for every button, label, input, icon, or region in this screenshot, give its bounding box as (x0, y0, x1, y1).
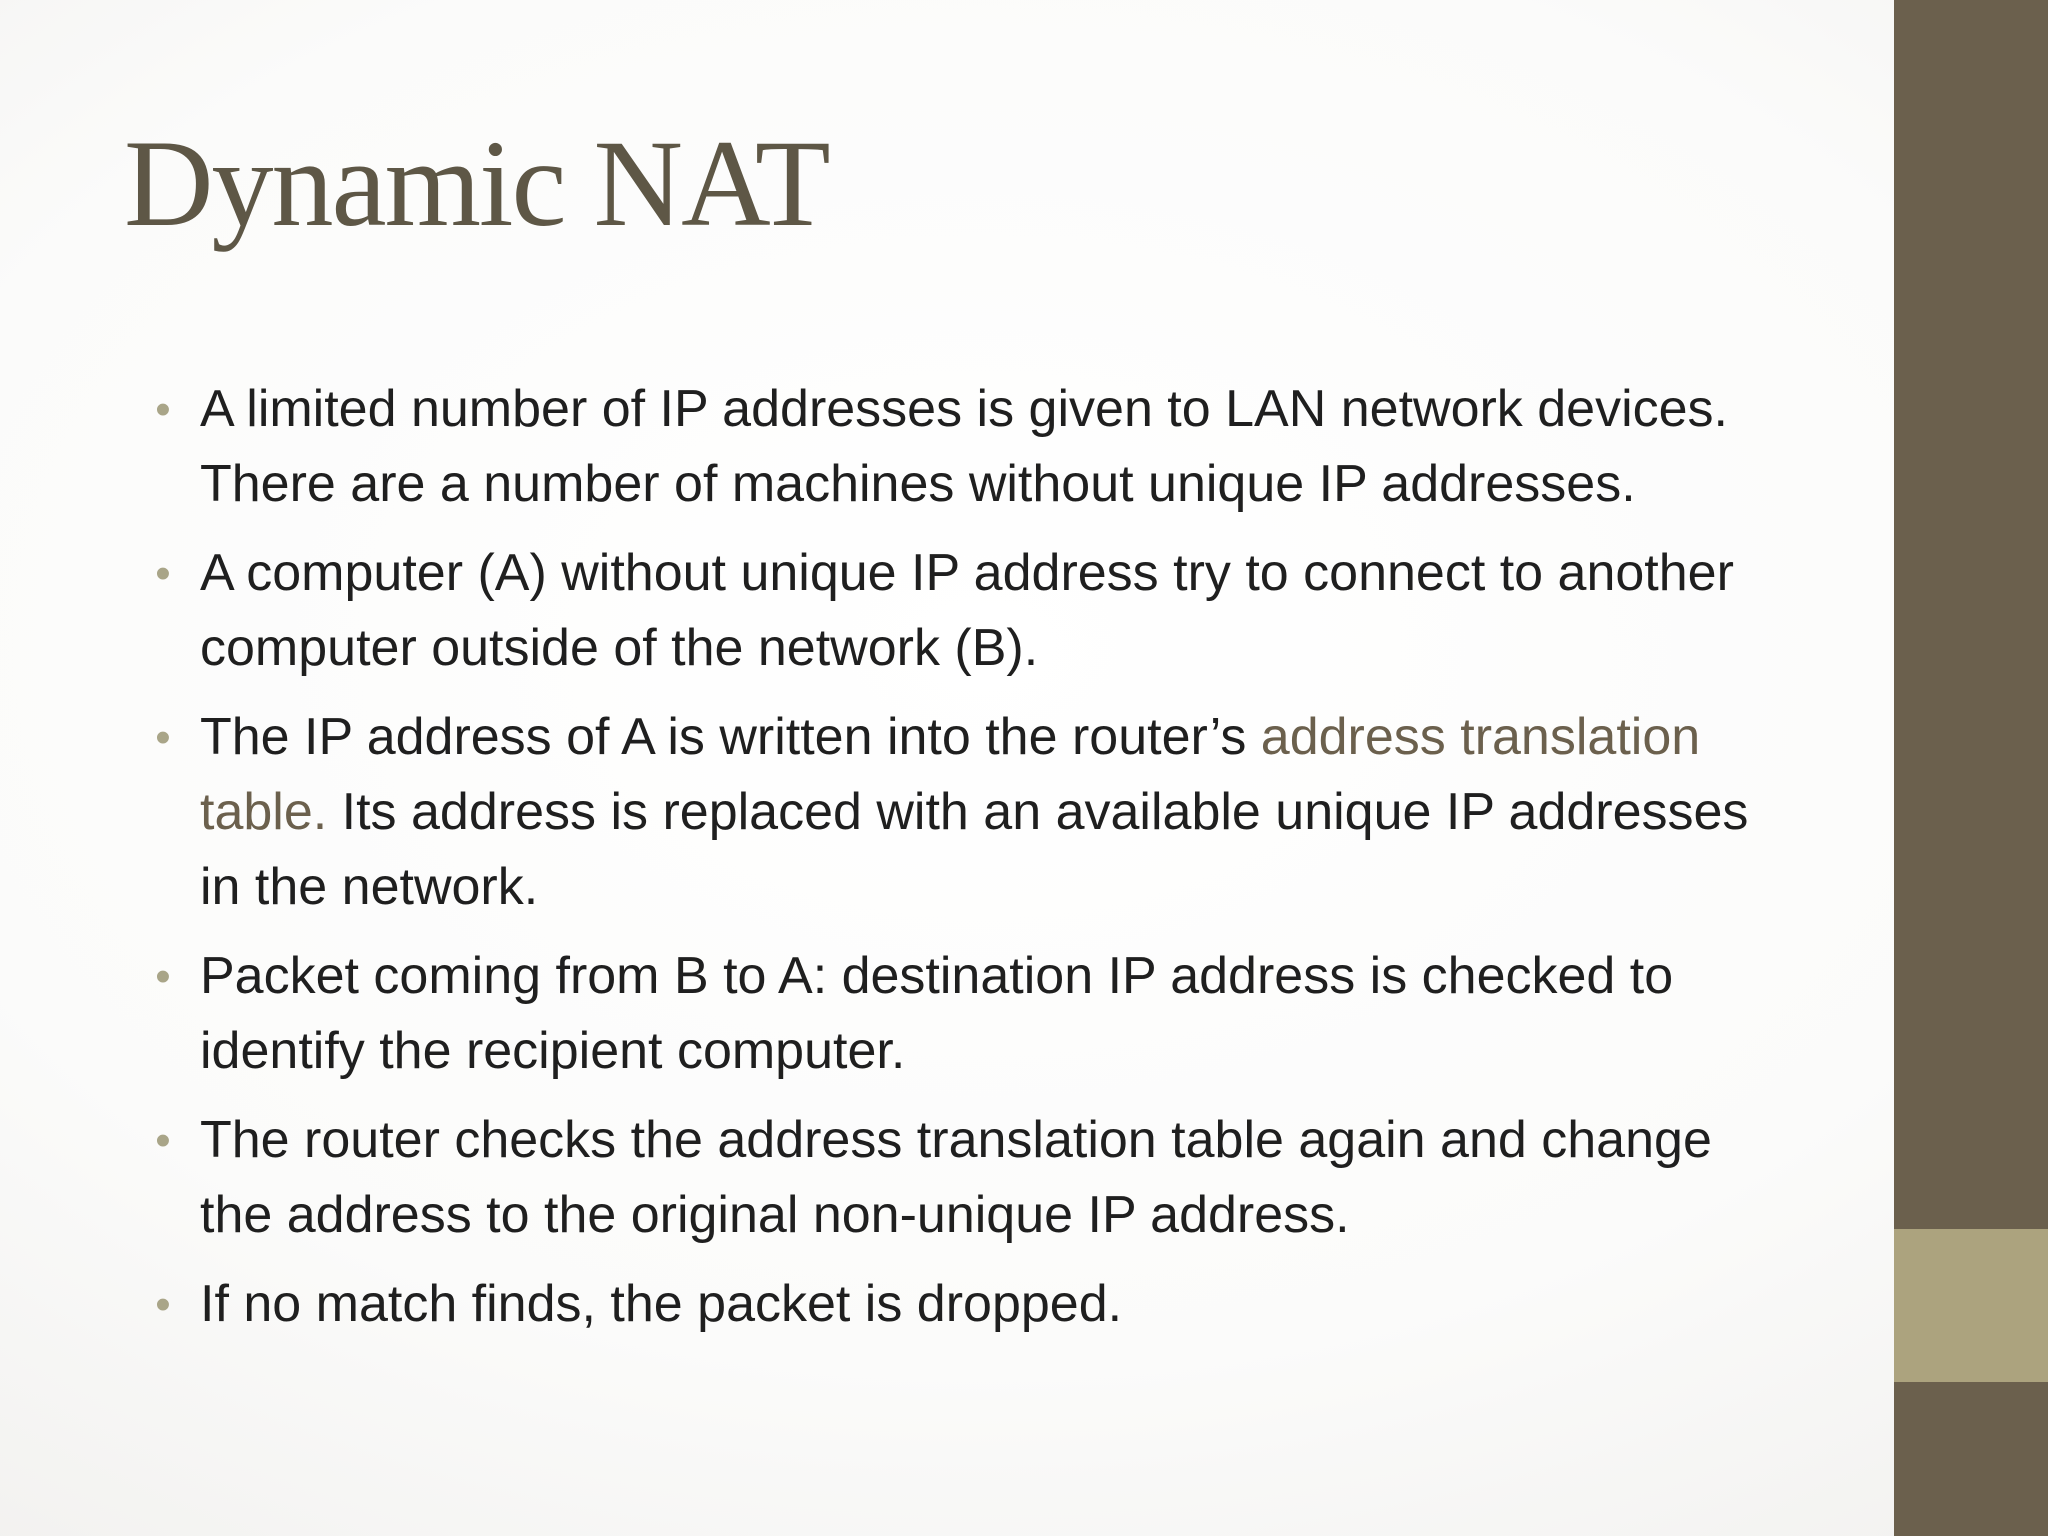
bullet-text-start: The IP address of A is written into the … (200, 708, 1261, 766)
slide-title: Dynamic NAT (124, 115, 831, 252)
bullet-text: The router checks the address translatio… (200, 1111, 1712, 1244)
bullet-item: • If no match finds, the packet is dropp… (148, 1267, 1788, 1342)
bullet-text-end: Its address is replaced with an availabl… (200, 783, 1749, 916)
bullet-item: • A limited number of IP addresses is gi… (148, 372, 1788, 522)
bullet-item: • A computer (A) without unique IP addre… (148, 536, 1788, 686)
bullet-dot-icon: • (155, 1116, 171, 1165)
bullet-text: If no match finds, the packet is dropped… (200, 1275, 1123, 1333)
bullet-dot-icon: • (155, 385, 171, 434)
bullet-item: • Packet coming from B to A: destination… (148, 939, 1788, 1089)
bullet-dot-icon: • (155, 952, 171, 1001)
highlighted-term: address translation table. (200, 708, 1701, 841)
bullet-list: • A limited number of IP addresses is gi… (148, 372, 1788, 1356)
bullet-item: • The IP address of A is written into th… (148, 700, 1788, 925)
bullet-dot-icon: • (155, 1280, 171, 1329)
bullet-dot-icon: • (155, 713, 171, 762)
bullet-text: A computer (A) without unique IP address… (200, 544, 1734, 677)
side-accent-block (1894, 1229, 2048, 1382)
bullet-item: • The router checks the address translat… (148, 1103, 1788, 1253)
bullet-text: A limited number of IP addresses is give… (200, 380, 1729, 513)
bullet-text: Packet coming from B to A: destination I… (200, 947, 1674, 1080)
bullet-dot-icon: • (155, 549, 171, 598)
